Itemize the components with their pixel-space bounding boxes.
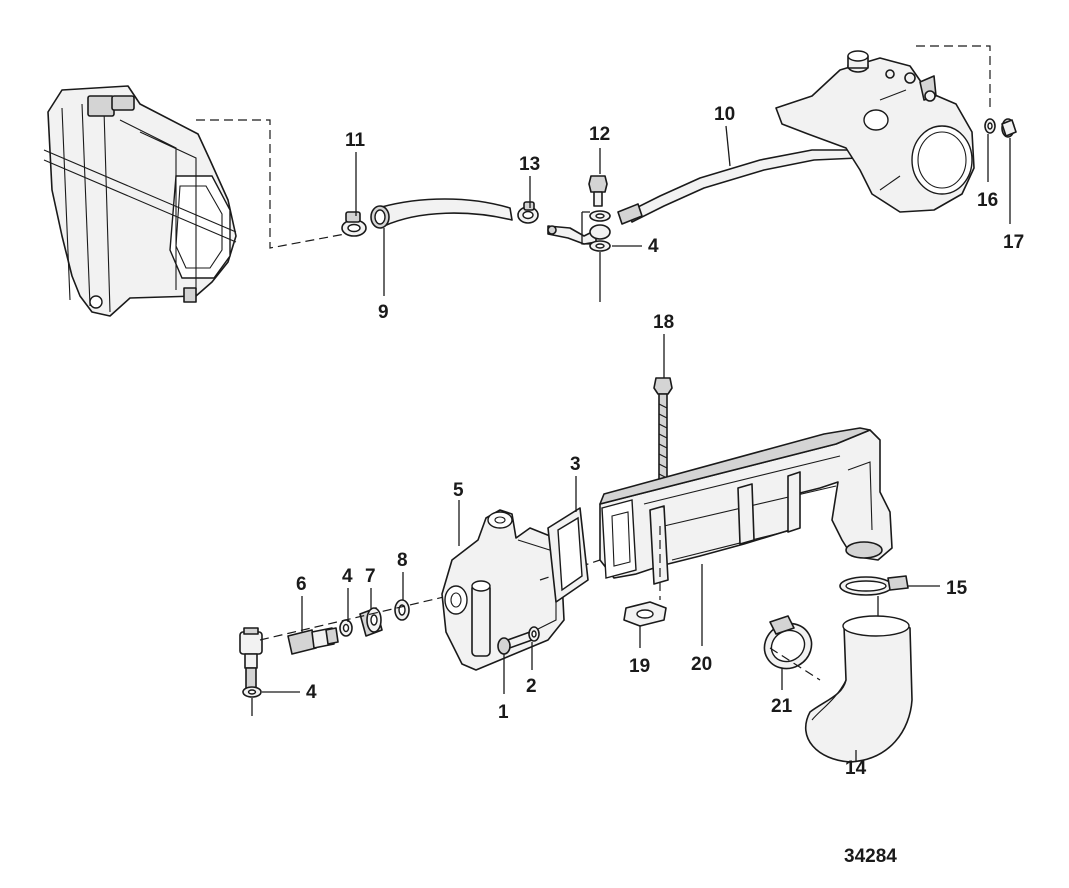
hose-clamp-11 xyxy=(341,211,367,237)
callout-20: 20 xyxy=(691,654,712,675)
coolant-hose-9 xyxy=(370,198,513,229)
callout-19: 19 xyxy=(629,656,650,677)
callout-8: 8 xyxy=(397,550,408,571)
callout-13: 13 xyxy=(519,154,540,175)
callout-21: 21 xyxy=(771,696,793,717)
banjo-fitting-body xyxy=(589,224,611,240)
manifold-gasket-19 xyxy=(623,601,667,627)
coolant-reservoir xyxy=(43,85,237,317)
callout-7: 7 xyxy=(365,566,376,587)
callout-4-top: 4 xyxy=(648,236,659,257)
callout-2: 2 xyxy=(526,676,537,697)
callout-18: 18 xyxy=(653,312,674,333)
gasket-3 xyxy=(547,507,589,603)
callout-5: 5 xyxy=(453,480,464,501)
callout-3: 3 xyxy=(570,454,581,475)
manifold-20 xyxy=(599,427,893,585)
callout-15: 15 xyxy=(946,578,968,599)
sensor-alignment-line xyxy=(259,595,449,641)
callout-16: 16 xyxy=(977,190,998,211)
drain-plug-17 xyxy=(1001,118,1017,138)
callout-9: 9 xyxy=(378,302,389,323)
reservoir-hose-alignment-line xyxy=(196,119,346,249)
temperature-sensor-6 xyxy=(287,627,339,655)
elbow-alignment-line xyxy=(769,647,821,681)
callout-4-middle: 4 xyxy=(342,566,353,587)
callout-12: 12 xyxy=(589,124,610,145)
callout-11: 11 xyxy=(345,130,366,151)
hose-clamp-15 xyxy=(839,575,909,596)
sender-connector xyxy=(239,627,263,689)
callout-6: 6 xyxy=(296,574,307,595)
callout-1: 1 xyxy=(498,702,509,723)
adapter-fitting-7 xyxy=(359,607,383,637)
turbo-drain-alignment-line xyxy=(916,45,991,112)
callout-4-bottom: 4 xyxy=(306,682,317,703)
callout-10: 10 xyxy=(714,104,735,125)
banjo-bolt-12 xyxy=(588,175,608,207)
hose-clamp-21 xyxy=(763,615,813,670)
elbow-hose-14 xyxy=(804,615,913,763)
callout-17: 17 xyxy=(1003,232,1024,253)
turbocharger-housing xyxy=(775,50,975,213)
callout-14: 14 xyxy=(845,758,867,779)
hose-clamp-13 xyxy=(517,201,539,224)
figure-number: 34284 xyxy=(844,846,897,867)
